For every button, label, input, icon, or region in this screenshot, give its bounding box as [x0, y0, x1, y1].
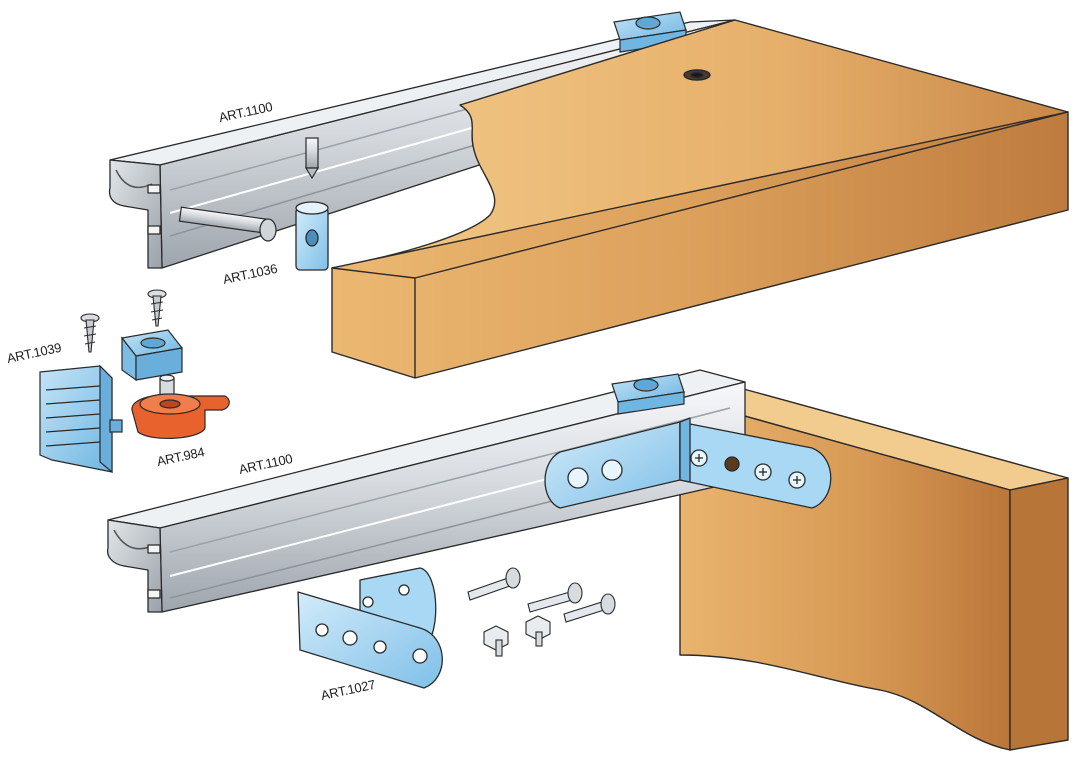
label-end-cap: ART.1039 [6, 340, 63, 366]
top-assembly [108, 11, 1069, 379]
nut-icon [483, 625, 509, 657]
top-wood-panel [331, 19, 1069, 379]
flat-bracket [297, 567, 443, 689]
cam-lock [131, 374, 230, 439]
label-top-connector: ART.1036 [222, 261, 279, 287]
nut-icon [525, 615, 551, 647]
end-cap [39, 364, 123, 474]
label-bottom-profile: ART.1100 [238, 451, 294, 477]
label-top-profile: ART.1100 [218, 99, 274, 125]
label-bracket: ART.1027 [320, 677, 377, 703]
connector-barrel [295, 201, 329, 271]
bottom-profile-rail [106, 369, 746, 613]
blue-slider-block [120, 329, 184, 382]
label-cam-lock: ART.984 [156, 444, 206, 469]
top-rail-slider [613, 11, 687, 53]
loose-parts [39, 289, 230, 474]
connector-bolt [178, 206, 277, 242]
corner-bracket [544, 417, 832, 509]
bolt-icon [527, 582, 583, 613]
screw-icon [80, 313, 100, 353]
bottom-rail-slider [611, 373, 685, 415]
bolt-icon [467, 567, 521, 601]
top-pin [304, 137, 320, 180]
bolt-icon [563, 593, 616, 623]
bottom-assembly [106, 369, 1069, 751]
screw-icon [147, 289, 167, 327]
